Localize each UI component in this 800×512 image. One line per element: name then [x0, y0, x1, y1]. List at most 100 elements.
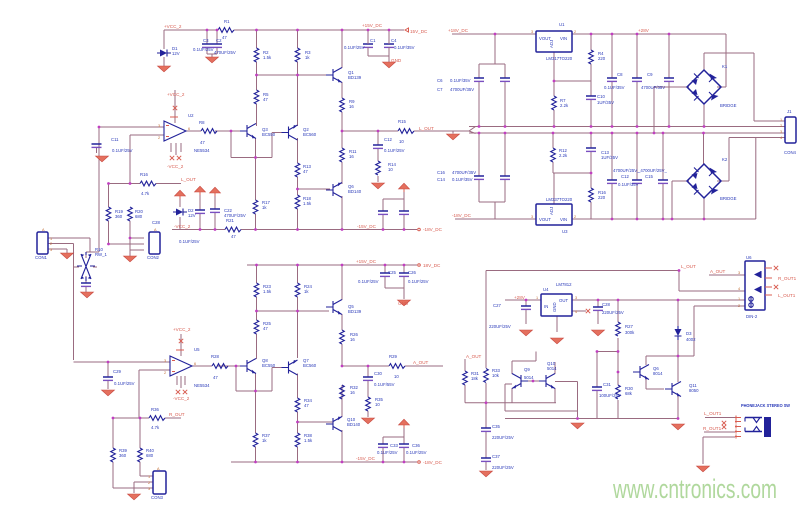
svg-text:220UF/25V: 220UF/25V	[489, 324, 511, 329]
svg-text:R23: R23	[263, 284, 271, 289]
svg-text:1.5k: 1.5k	[263, 55, 272, 60]
svg-text:R_OUT1: R_OUT1	[703, 426, 722, 431]
svg-text:10: 10	[394, 374, 399, 379]
svg-text:LM337TO220: LM337TO220	[546, 197, 573, 202]
svg-text:0.1UF/35V: 0.1UF/35V	[394, 45, 415, 50]
svg-text:R3: R3	[305, 50, 311, 55]
svg-text:4.7k: 4.7k	[151, 425, 160, 430]
svg-text:0.1UF/25V: 0.1UF/25V	[358, 279, 379, 284]
svg-text:A: A	[157, 467, 160, 471]
svg-text:R16: R16	[598, 190, 606, 195]
svg-text:C37: C37	[492, 454, 500, 459]
svg-text:1: 1	[780, 118, 782, 122]
svg-text:16: 16	[349, 104, 354, 109]
svg-text:C29: C29	[113, 369, 121, 374]
svg-text:R32: R32	[350, 385, 358, 390]
svg-text:ADJ: ADJ	[549, 40, 554, 48]
svg-text:C26: C26	[408, 270, 416, 275]
svg-text:Q1: Q1	[348, 70, 354, 75]
svg-text:8050: 8050	[689, 388, 699, 393]
svg-text:A_OUT: A_OUT	[710, 269, 726, 274]
svg-text:Q2: Q2	[303, 127, 309, 132]
svg-text:15V_DC: 15V_DC	[410, 29, 428, 34]
svg-text:1: 1	[738, 297, 740, 301]
svg-text:R1: R1	[224, 19, 230, 24]
svg-text:GND: GND	[391, 58, 402, 63]
svg-text:R20: R20	[135, 209, 143, 214]
svg-text:BC550: BC550	[262, 363, 276, 368]
svg-text:1.5k: 1.5k	[303, 201, 312, 206]
svg-text:R12: R12	[559, 148, 567, 153]
svg-text:2: 2	[164, 371, 166, 375]
svg-text:U2: U2	[188, 113, 194, 118]
svg-text:_4700UF/25V_: _4700UF/25V_	[637, 168, 668, 173]
svg-text:47: 47	[213, 375, 218, 380]
svg-text:1k: 1k	[262, 438, 267, 443]
svg-text:-15V_DC: -15V_DC	[356, 456, 376, 461]
svg-text:R39: R39	[119, 448, 127, 453]
svg-text:4002: 4002	[686, 337, 696, 342]
svg-text:BC560: BC560	[303, 363, 317, 368]
svg-text:0.1UF/25V: 0.1UF/25V	[114, 381, 135, 386]
svg-text:18V_DC: 18V_DC	[423, 263, 441, 268]
svg-text:A_OUT: A_OUT	[466, 354, 482, 359]
svg-text:-18V_DC: -18V_DC	[423, 227, 443, 232]
svg-text:R7: R7	[560, 98, 566, 103]
svg-text:0.1UF/35V: 0.1UF/35V	[604, 85, 625, 90]
svg-text:DIN-2: DIN-2	[746, 314, 758, 319]
svg-text:R15: R15	[398, 119, 406, 124]
svg-text:L_OUT1: L_OUT1	[704, 411, 722, 416]
svg-text:Q6: Q6	[348, 184, 354, 189]
svg-text:3: 3	[531, 30, 533, 34]
svg-text:U6: U6	[746, 255, 752, 260]
svg-text:3: 3	[158, 124, 160, 128]
svg-text:R21: R21	[226, 218, 234, 223]
svg-text:+VCC_2: +VCC_2	[164, 24, 182, 29]
svg-text:16: 16	[349, 154, 354, 159]
svg-text:4: 4	[780, 136, 782, 140]
svg-text:ADJ: ADJ	[549, 207, 554, 215]
svg-text:K2: K2	[722, 157, 728, 162]
svg-text:680: 680	[135, 214, 143, 219]
svg-text:C30: C30	[374, 371, 382, 376]
svg-text:VOUT: VOUT	[539, 36, 551, 41]
svg-text:C8: C8	[617, 72, 623, 77]
svg-text:3: 3	[780, 130, 782, 134]
svg-text:R33: R33	[492, 368, 500, 373]
svg-text:NE5534: NE5534	[194, 148, 210, 153]
svg-text:4.7k: 4.7k	[141, 191, 150, 196]
svg-text:C1: C1	[370, 38, 376, 43]
svg-text:360: 360	[119, 453, 127, 458]
svg-text:Q10: Q10	[547, 361, 556, 366]
svg-text:R36: R36	[151, 407, 159, 412]
svg-text:R19: R19	[115, 209, 123, 214]
svg-text:16: 16	[350, 337, 355, 342]
svg-text:Q9: Q9	[524, 367, 530, 372]
svg-text:BC550: BC550	[262, 132, 276, 137]
svg-text:+28V: +28V	[638, 28, 650, 33]
svg-text:R37: R37	[262, 433, 270, 438]
svg-text:1.5k: 1.5k	[263, 289, 272, 294]
svg-text:12V: 12V	[172, 51, 180, 56]
svg-text:8014: 8014	[653, 371, 663, 376]
svg-text:C22: C22	[224, 208, 232, 213]
svg-text:0.1UF/25V: 0.1UF/25V	[112, 148, 133, 153]
svg-text:PHONEJACK STEREO SW: PHONEJACK STEREO SW	[741, 403, 790, 409]
svg-text:R17: R17	[262, 200, 270, 205]
svg-text:0.1UF/55V: 0.1UF/55V	[374, 382, 395, 387]
svg-text:C14: C14	[437, 177, 445, 182]
svg-text:U5: U5	[194, 347, 200, 352]
svg-text:Q7: Q7	[303, 358, 309, 363]
svg-text:4: 4	[738, 287, 740, 291]
svg-text:Q11: Q11	[689, 383, 697, 388]
svg-text:300k: 300k	[625, 330, 635, 335]
svg-text:U4: U4	[543, 287, 549, 292]
svg-text:R2: R2	[263, 50, 269, 55]
svg-text:U3: U3	[562, 229, 568, 234]
svg-text:1k: 1k	[305, 55, 310, 60]
svg-text:47: 47	[263, 326, 268, 331]
svg-text:CON3: CON3	[151, 495, 164, 500]
svg-text:0.1UF/35V: 0.1UF/35V	[452, 177, 473, 182]
svg-text:R29: R29	[389, 354, 397, 359]
svg-text:5014: 5014	[547, 366, 557, 371]
